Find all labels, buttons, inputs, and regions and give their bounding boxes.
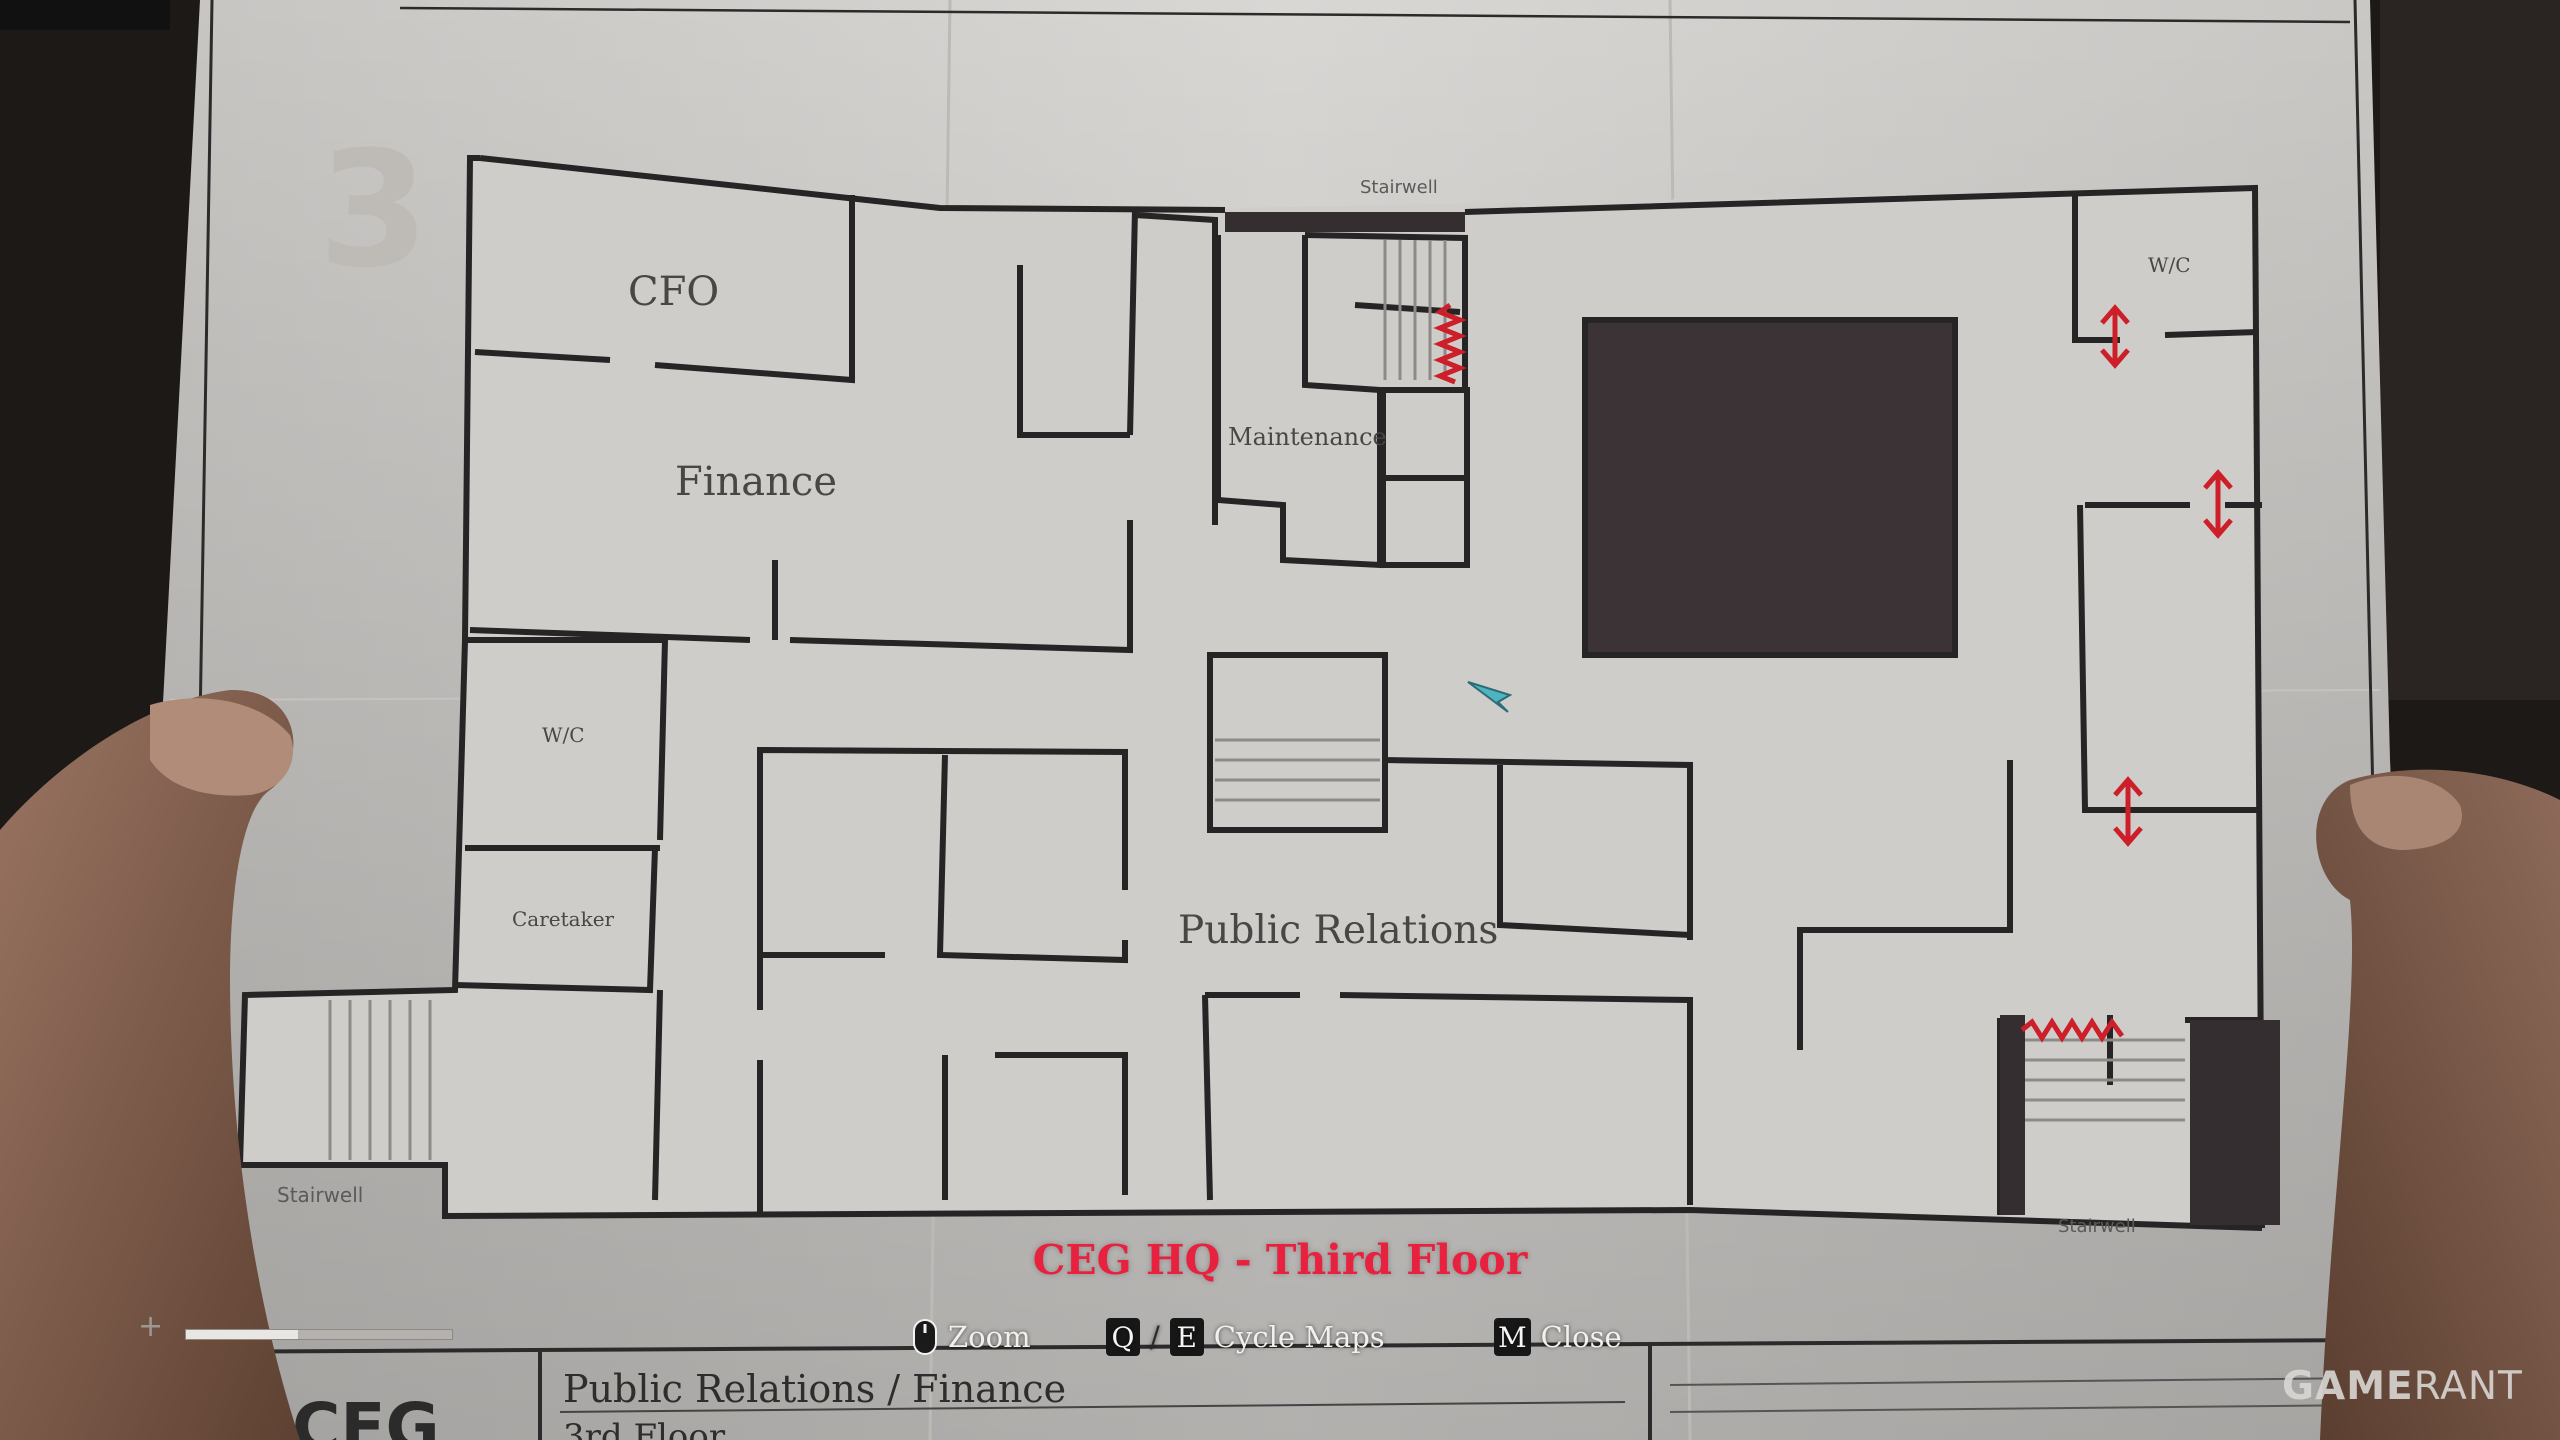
- zoom-hint: Zoom: [912, 1318, 1031, 1356]
- door-arrow-icon: [2203, 469, 2233, 539]
- close-hint: M Close: [1494, 1318, 1622, 1356]
- key-e[interactable]: E: [1169, 1318, 1204, 1356]
- floor-plan: [236, 155, 2265, 1231]
- stairwell-label-bottom-left: Stairwell: [277, 1183, 363, 1207]
- barricade-marker-bottom: [2020, 1017, 2125, 1043]
- room-label-caretaker: Caretaker: [512, 907, 615, 931]
- gamerant-watermark: GAMERANT: [2282, 1364, 2523, 1409]
- watermark-light: RANT: [2413, 1364, 2523, 1409]
- title-block-department: Public Relations / Finance: [563, 1367, 1066, 1411]
- cycle-maps-label: Cycle Maps: [1213, 1320, 1385, 1354]
- zoom-label: Zoom: [948, 1320, 1031, 1354]
- player-hands: [0, 689, 2560, 1440]
- stairwell-label-bottom-right: Stairwell: [2058, 1216, 2136, 1237]
- watermark-bold: GAME: [2282, 1364, 2414, 1409]
- zoom-in-icon: +: [138, 1309, 164, 1344]
- key-m[interactable]: M: [1494, 1318, 1531, 1356]
- room-label-maintenance: Maintenance: [1228, 423, 1387, 451]
- zoom-slider-fill: [186, 1330, 298, 1339]
- zoom-slider[interactable]: [185, 1329, 453, 1340]
- map-markers: [1433, 302, 2233, 1043]
- map-title: CEG HQ - Third Floor: [1032, 1236, 1528, 1284]
- close-label: Close: [1540, 1320, 1622, 1354]
- key-separator: /: [1150, 1320, 1160, 1354]
- stair-steps: [328, 240, 2185, 1160]
- room-label-wc-left: W/C: [542, 723, 585, 747]
- title-block-floor: 3rd Floor: [563, 1417, 726, 1440]
- mouse-scroll-icon: [913, 1319, 937, 1355]
- barricade-marker-top: [1433, 302, 1467, 385]
- player-location-icon: [1467, 681, 1513, 713]
- stairwell-label-top: Stairwell: [1360, 177, 1438, 198]
- room-label-cfo: CFO: [628, 269, 719, 315]
- ceg-logo-text: CEG: [292, 1389, 440, 1440]
- structural-blocks: [1225, 212, 2280, 1225]
- key-q[interactable]: Q: [1106, 1318, 1140, 1356]
- room-label-wc-right: W/C: [2148, 253, 2191, 277]
- room-label-finance: Finance: [675, 459, 837, 505]
- room-label-public-relations: Public Relations: [1178, 908, 1498, 953]
- door-arrow-icon: [2113, 776, 2143, 847]
- door-arrow-icon: [2100, 304, 2130, 369]
- floor-badge: 3: [318, 116, 429, 303]
- cycle-maps-hint: Q / E Cycle Maps: [1106, 1318, 1385, 1356]
